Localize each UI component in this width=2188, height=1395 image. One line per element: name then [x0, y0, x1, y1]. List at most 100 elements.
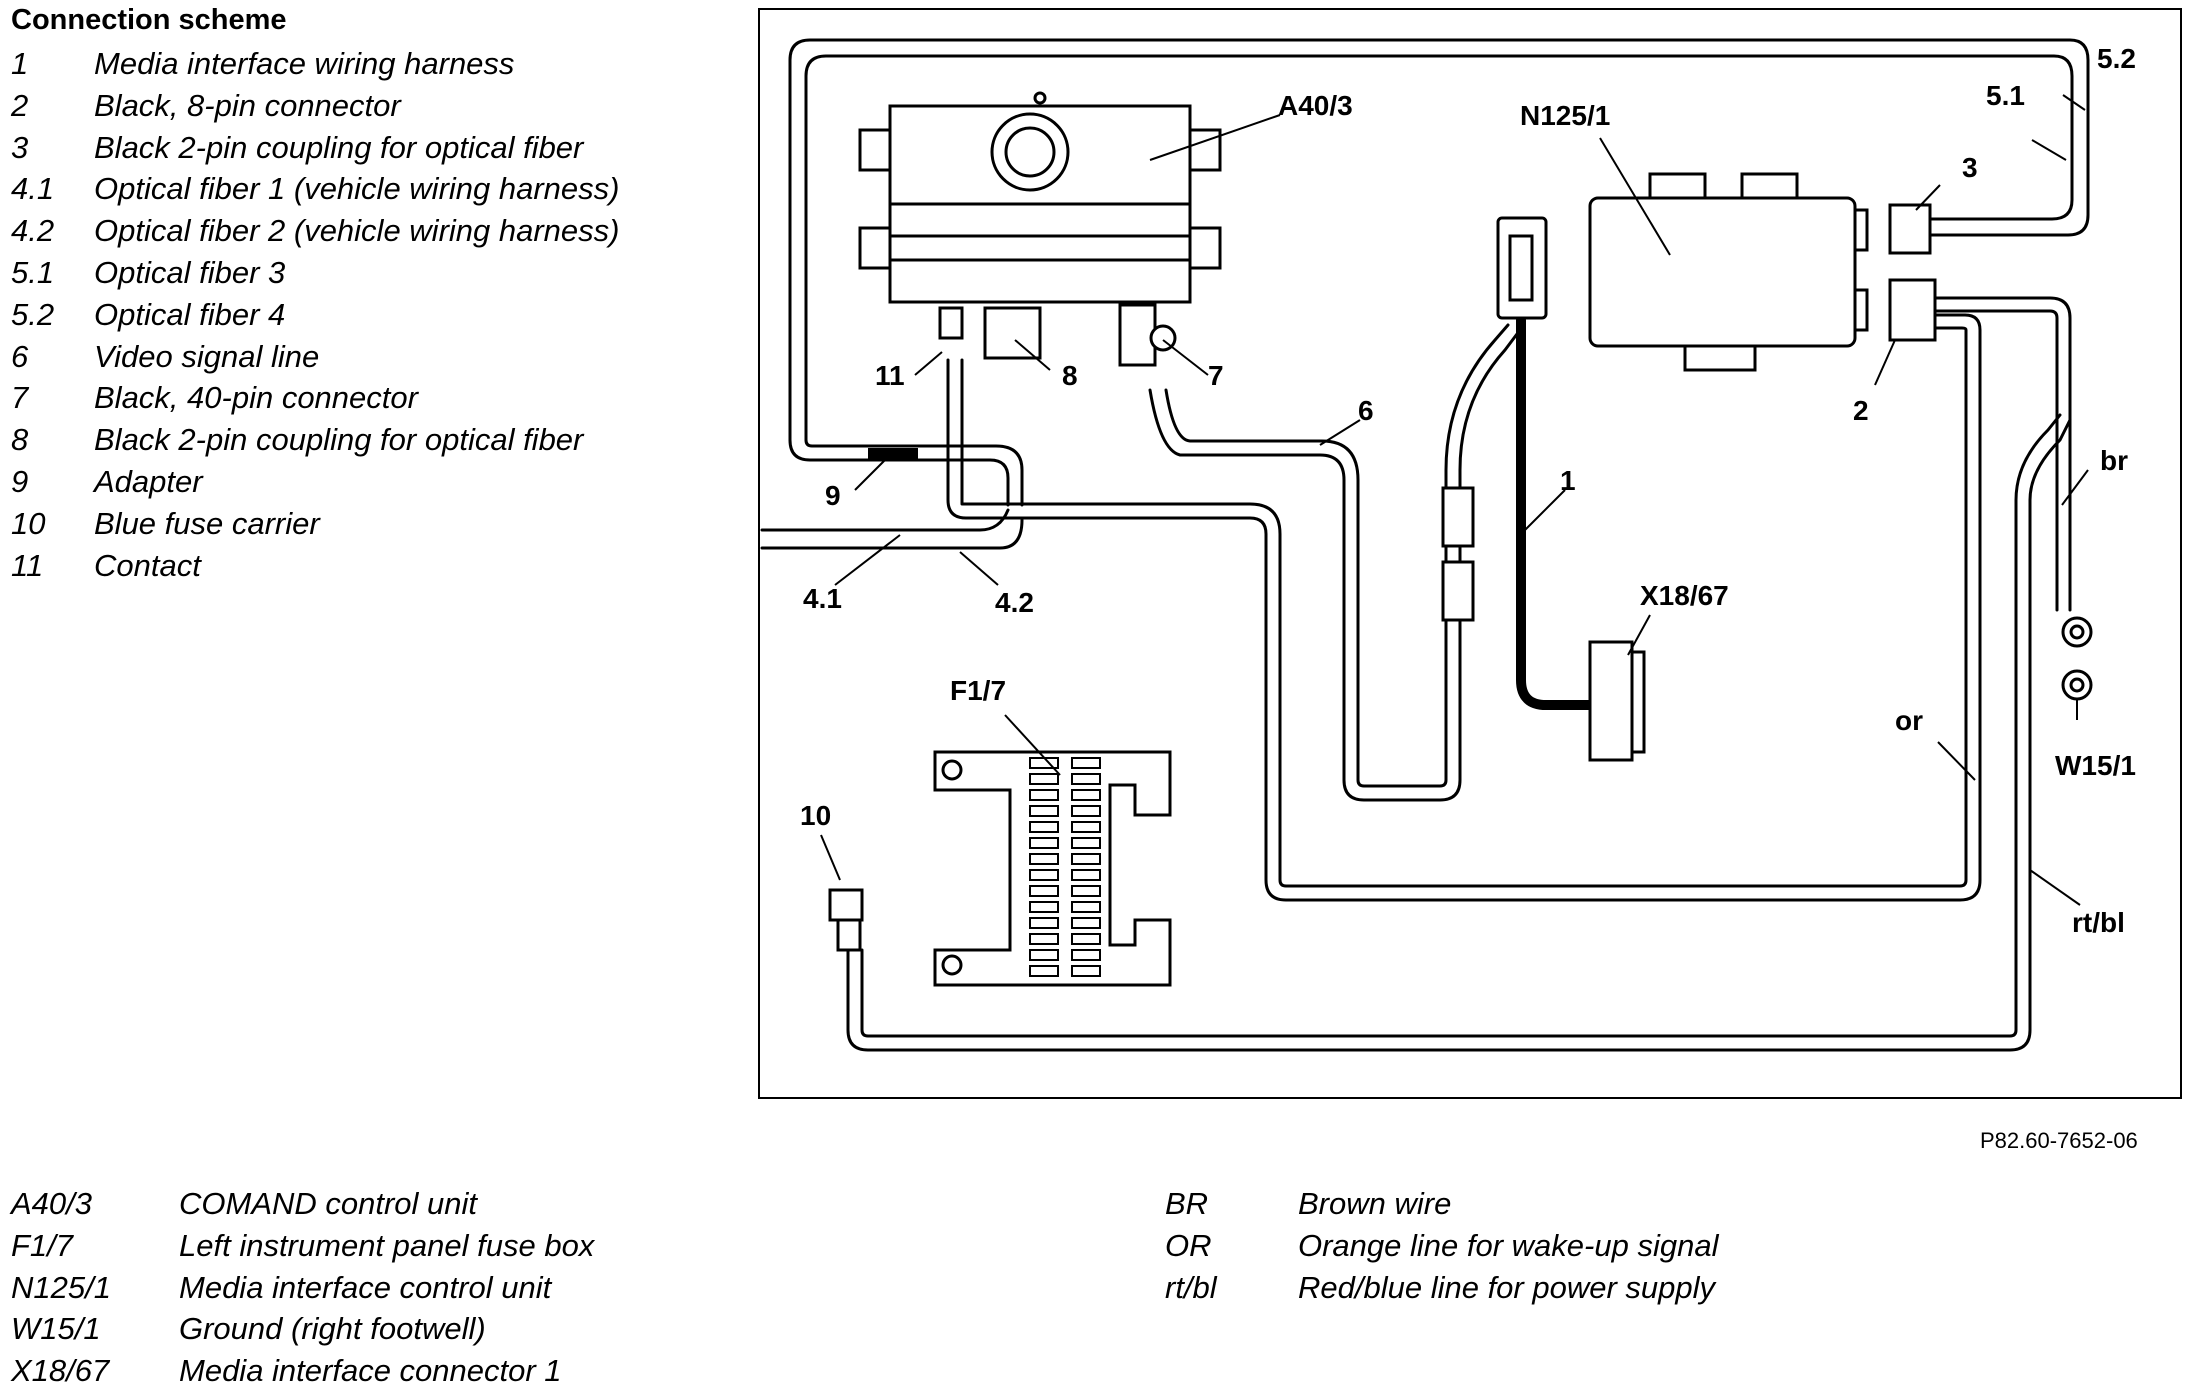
wire-row-description: Brown wire: [1298, 1186, 1452, 1221]
label-11: 11: [875, 360, 905, 391]
label-w15-1: W15/1: [2055, 750, 2136, 781]
leader-lines: [820, 94, 2089, 906]
legend-item-text: Black, 40-pin connector: [94, 380, 418, 416]
legend-item-number: 1: [11, 46, 29, 81]
diagram-callouts: A40/3 N125/1 5.2 5.1 3 2 br 6 1 X18/67 7…: [800, 43, 2136, 938]
label-f1-7: F1/7: [950, 675, 1006, 706]
legend-item-number: 10: [11, 505, 46, 541]
fuse-slot: [1029, 789, 1059, 801]
legend-item-number: 5.2: [11, 296, 55, 332]
legend-item-number: 7: [11, 380, 29, 416]
component-row-description: Ground (right footwell): [179, 1311, 486, 1347]
legend-item-number: 4.2: [11, 213, 55, 249]
label-7: 7: [1208, 360, 1224, 391]
label-10: 10: [800, 800, 831, 831]
wire-row-code: OR: [1165, 1227, 1212, 1263]
fuse-slot: [1071, 949, 1101, 961]
fuse-cells: [1029, 757, 1101, 977]
fuse-slot: [1029, 965, 1059, 977]
media-interface-control-unit-n125-1: [1496, 172, 1869, 372]
fuse-slot: [1071, 789, 1101, 801]
fuse-slot: [1029, 821, 1059, 833]
wire-row: BR Brown wire: [1165, 1186, 2065, 1228]
brown-wire: [1933, 296, 2072, 612]
label-2: 2: [1853, 395, 1869, 426]
fuse-slot: [1029, 837, 1059, 849]
legend-item-text: Black 2-pin coupling for optical fiber: [94, 129, 584, 165]
wire-row-description: Orange line for wake-up signal: [1298, 1227, 1719, 1263]
legend-item-text: Optical fiber 2 (vehicle wiring harness): [94, 213, 620, 249]
wire-row-code: rt/bl: [1165, 1269, 1217, 1305]
component-row-description: Media interface control unit: [179, 1269, 552, 1305]
fuse-slot: [1029, 885, 1059, 897]
label-9: 9: [825, 480, 841, 511]
component-row-code: X18/67: [11, 1353, 110, 1389]
legend-item-text: Adapter: [94, 464, 203, 499]
legend-item-text: Video signal line: [94, 338, 320, 374]
component-row: X18/67 Media interface connector 1: [11, 1353, 911, 1395]
label-or: or: [1895, 705, 1923, 736]
wire-row: OR Orange line for wake-up signal: [1165, 1228, 2065, 1270]
label-3: 3: [1962, 152, 1978, 183]
ground-w15-1-rings: [2061, 616, 2093, 701]
legend-item-text: Optical fiber 3: [94, 255, 286, 290]
fuse-slot: [1071, 821, 1101, 833]
component-row: F1/7 Left instrument panel fuse box: [11, 1228, 911, 1270]
legend-item-text: Optical fiber 4: [94, 296, 286, 332]
legend-item-number: 4.1: [11, 171, 55, 207]
fuse-slot: [1029, 933, 1059, 945]
fuse-slot: [1071, 773, 1101, 785]
component-row: A40/3 COMAND control unit: [11, 1186, 911, 1228]
component-row-description: COMAND control unit: [179, 1186, 478, 1221]
label-rtbl: rt/bl: [2072, 907, 2125, 938]
comand-control-unit-a40-3: [858, 91, 1222, 367]
fuse-slot: [1029, 901, 1059, 913]
legend-item-number: 6: [11, 338, 29, 374]
component-row-code: W15/1: [11, 1311, 101, 1347]
fuse-box-f1-7: [933, 750, 1172, 987]
component-row-code: A40/3: [11, 1186, 93, 1221]
fuse-slot: [1071, 917, 1101, 929]
wire-row-code: BR: [1165, 1186, 1209, 1221]
fuse-slot: [1071, 837, 1101, 849]
fuse-slot: [1029, 773, 1059, 785]
legend-item-number: 2: [11, 87, 29, 123]
optical-fiber-4-lines: [760, 508, 1024, 550]
label-br: br: [2100, 445, 2128, 476]
optical-loop-bottom: [788, 438, 1024, 507]
media-interface-connector-x18-67: [1588, 640, 1646, 762]
label-n125-1: N125/1: [1520, 100, 1610, 131]
fuse-slot: [1071, 757, 1101, 769]
diagram-frame: [758, 8, 2182, 1099]
fuse-slot: [1029, 917, 1059, 929]
component-row-description: Media interface connector 1: [179, 1353, 562, 1389]
legend-item-text: Black 2-pin coupling for optical fiber: [94, 422, 584, 458]
legend-item-number: 3: [11, 129, 29, 165]
label-4-1: 4.1: [803, 583, 842, 614]
label-5-2: 5.2: [2097, 43, 2136, 74]
label-1: 1: [1560, 465, 1576, 496]
legend-item-text: Blue fuse carrier: [94, 505, 320, 541]
fuse-slot: [1071, 965, 1101, 977]
fuse-slot: [1029, 949, 1059, 961]
optical-fiber-5-2-line: [788, 38, 2090, 442]
legend-item-text: Black, 8-pin connector: [94, 87, 401, 123]
fuse-slot: [1071, 933, 1101, 945]
label-6: 6: [1358, 395, 1374, 426]
component-row-code: F1/7: [11, 1227, 74, 1263]
fuse-slot: [1029, 853, 1059, 865]
connector-3-and-2: [1888, 203, 1937, 342]
component-row: W15/1 Ground (right footwell): [11, 1311, 911, 1353]
blue-fuse-carrier-10: [828, 888, 864, 952]
label-4-2: 4.2: [995, 587, 1034, 618]
fuse-slot: [1029, 757, 1059, 769]
fuse-slot: [1071, 869, 1101, 881]
legend-item-number: 11: [11, 547, 44, 583]
component-row-code: N125/1: [11, 1269, 111, 1305]
component-row-description: Left instrument panel fuse box: [179, 1227, 595, 1263]
label-x18-67: X18/67: [1640, 580, 1729, 611]
legend-item-number: 9: [11, 464, 29, 499]
fuse-slot: [1071, 853, 1101, 865]
component-row: N125/1 Media interface control unit: [11, 1270, 911, 1312]
